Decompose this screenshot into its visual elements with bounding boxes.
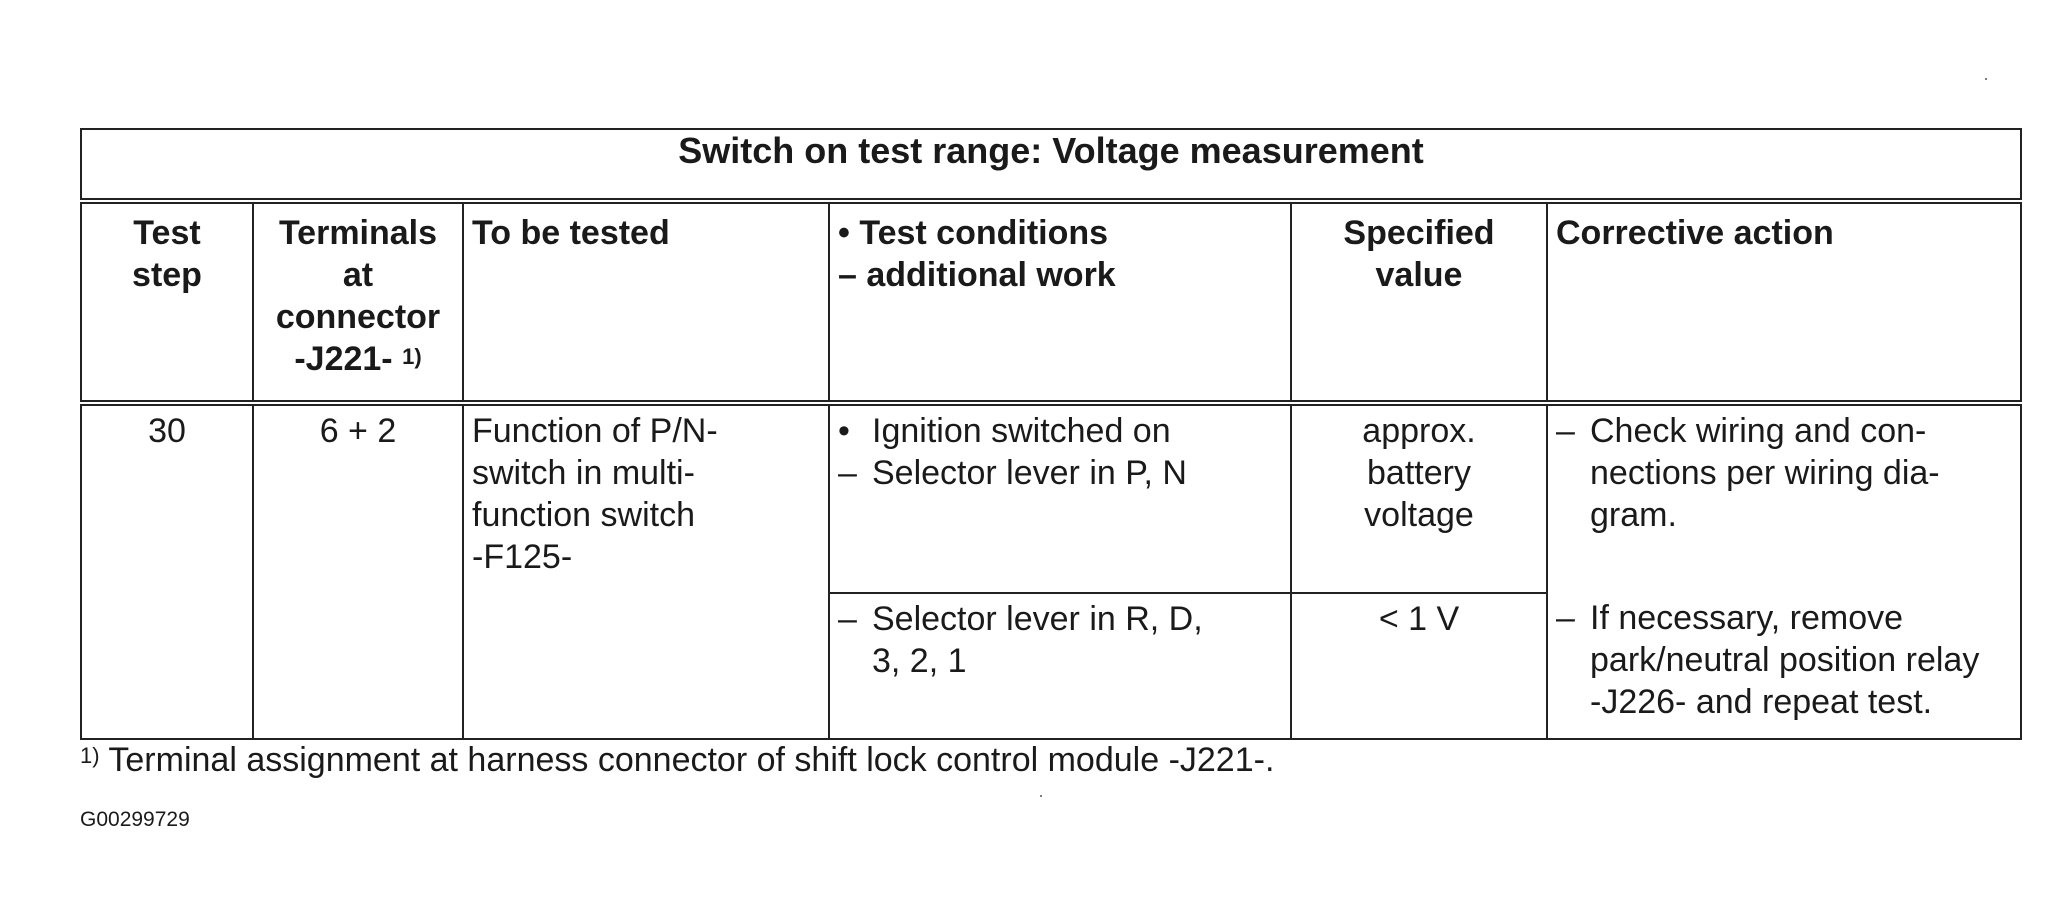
header-to-be-tested: To be tested [462, 201, 830, 406]
cell-specified-2: < 1 V [1290, 593, 1548, 740]
footnote-text: Terminal assignment at harness connector… [99, 741, 1275, 779]
cell-conditions-2: – Selector lever in R, D, 3, 2, 1 [828, 593, 1292, 740]
scan-speck [1040, 795, 1042, 797]
footnote: 1) Terminal assignment at harness connec… [80, 740, 1274, 780]
header-test-step: Test step [80, 201, 254, 406]
header-row: Test step Terminals at connector -J221- … [80, 201, 2023, 406]
table-row: – Selector lever in R, D, 3, 2, 1 < 1 V … [81, 593, 2023, 740]
table-row: 30 6 + 2 Function of P/N- switch in mult… [80, 403, 2023, 740]
cell-conditions-1: •Ignition switched on –Selector lever in… [828, 403, 1292, 594]
table-title: Switch on test range: Voltage measuremen… [79, 128, 2023, 204]
header-specified-value: Specified value [1290, 201, 1548, 406]
test-table: Switch on test range: Voltage measuremen… [79, 128, 2023, 740]
footnote-mark: 1) [402, 344, 422, 369]
header-test-conditions: • Test conditions – additional work [828, 201, 1292, 406]
scan-speck [1985, 78, 1987, 80]
cell-corrective-1: – Check wiring and con- nections per wir… [1545, 403, 2023, 593]
header-corrective-action: Corrective action [1545, 201, 2023, 406]
cell-to-be-tested: Function of P/N- switch in multi- functi… [462, 403, 830, 740]
cell-test-step: 30 [80, 403, 254, 740]
cell-specified-1: approx. battery voltage [1290, 403, 1548, 594]
cell-corrective-2: – If necessary, remove park/neutral posi… [1545, 593, 2023, 740]
footnote-mark: 1) [80, 743, 100, 768]
figure-code: G00299729 [80, 808, 190, 831]
header-terminals: Terminals at connector -J221- 1) [252, 201, 464, 406]
cell-terminals: 6 + 2 [252, 403, 464, 740]
